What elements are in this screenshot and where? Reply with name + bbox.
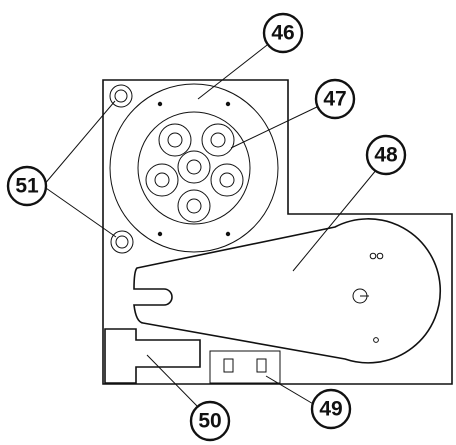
- callout-50: 50: [189, 400, 231, 442]
- arm-hole: [373, 337, 379, 343]
- callout-47: 47: [314, 78, 356, 120]
- spindle: [158, 123, 192, 157]
- swing-arm: [133, 218, 442, 364]
- spindle: [177, 189, 211, 223]
- leader-50: [146, 354, 200, 409]
- mounting-hole-top: [109, 84, 133, 108]
- mounting-hole-bottom: [110, 230, 134, 254]
- switch-left: [223, 358, 234, 373]
- leader-51a: [42, 100, 116, 187]
- disc-screw: [225, 101, 231, 107]
- leader-51b: [42, 185, 117, 238]
- leader-46: [197, 41, 272, 100]
- disc-screw: [157, 231, 163, 237]
- spindle: [201, 123, 235, 157]
- spindle: [145, 163, 179, 197]
- l-bracket: [104, 328, 201, 384]
- callout-49: 49: [310, 388, 352, 430]
- base-plate: [102, 79, 453, 385]
- disc-screw: [225, 231, 231, 237]
- callout-48-label: 48: [374, 144, 398, 167]
- leader-48: [292, 168, 378, 272]
- callout-48: 48: [365, 134, 407, 176]
- callout-51-label: 51: [15, 175, 39, 198]
- pivot-hole: [369, 252, 377, 260]
- switch-block: [209, 350, 281, 384]
- pivot-hole: [376, 252, 384, 260]
- disc-screw: [157, 101, 163, 107]
- reel-disc: [109, 83, 279, 253]
- callout-46: 46: [262, 12, 304, 54]
- spindle: [210, 163, 244, 197]
- callout-46-label: 46: [271, 22, 294, 45]
- leader-47: [230, 105, 320, 149]
- callout-49-label: 49: [319, 398, 342, 421]
- callout-50-label: 50: [198, 410, 221, 433]
- spindle-cluster: [145, 123, 244, 223]
- switch-right: [256, 358, 267, 373]
- leader-49: [265, 375, 316, 406]
- callout-47-label: 47: [323, 88, 346, 111]
- spindle: [177, 150, 211, 184]
- callout-51: 51: [6, 165, 48, 207]
